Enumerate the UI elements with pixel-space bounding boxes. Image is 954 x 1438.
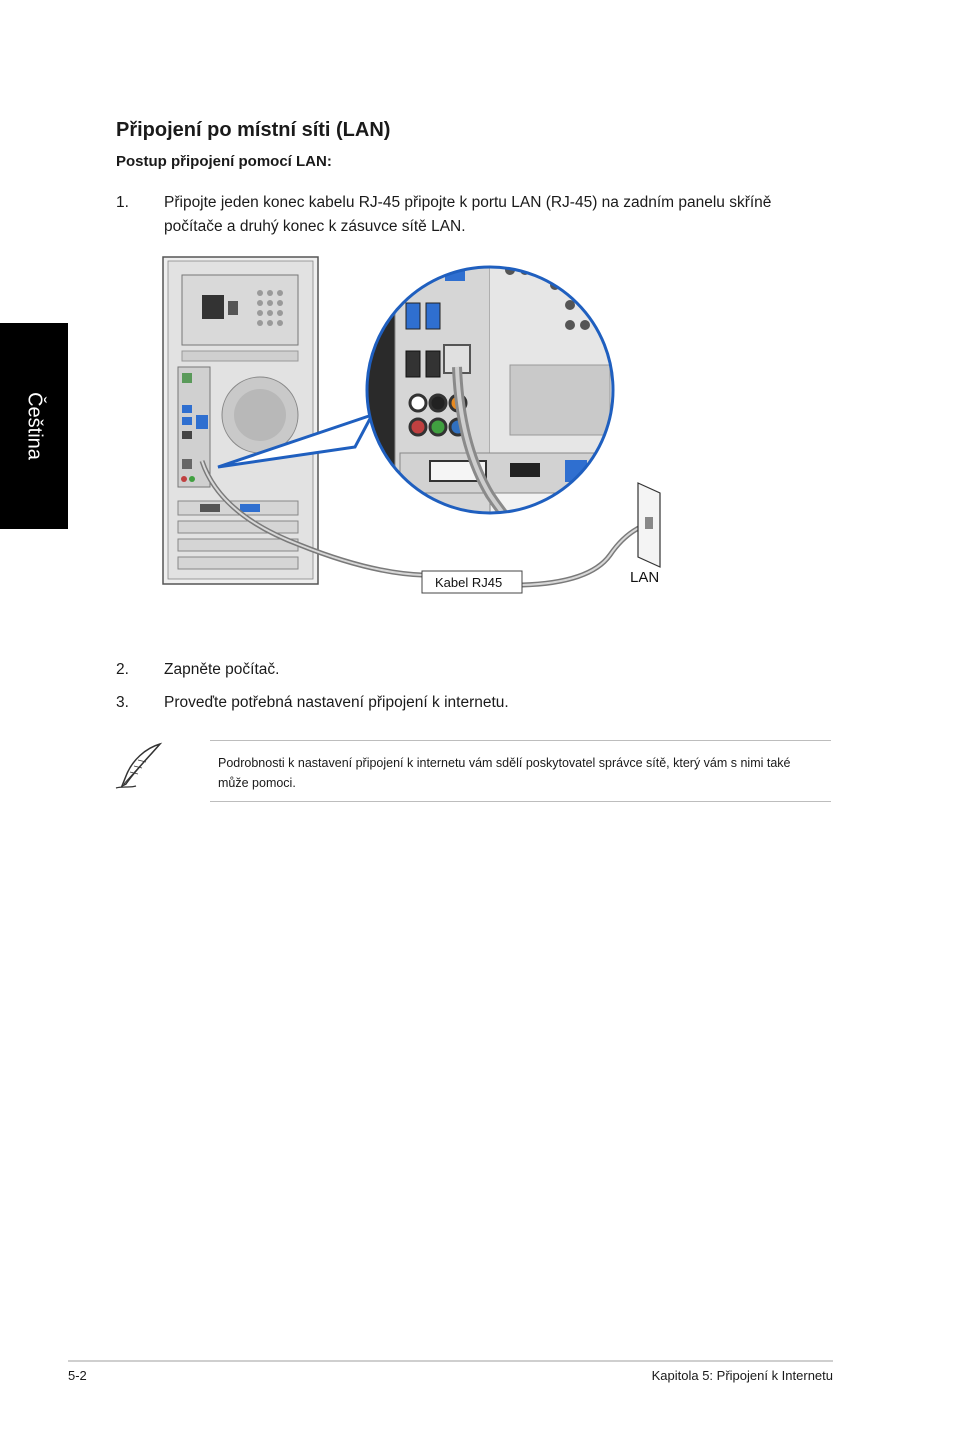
- step-number: 3.: [116, 694, 129, 711]
- note-text: Podrobnosti k nastavení připojení k inte…: [218, 756, 791, 790]
- section-title: Připojení po místní síti (LAN): [116, 119, 391, 141]
- language-label: Čeština: [23, 392, 46, 460]
- page-number: 5-2: [68, 1368, 87, 1383]
- step-2: 2. Zapněte počítač.: [116, 658, 816, 682]
- step-number: 1.: [116, 194, 129, 211]
- lan-connection-illustration: Kabel RJ45 LAN: [162, 256, 661, 594]
- footer-divider: [68, 1360, 833, 1362]
- section-subtitle: Postup připojení pomocí LAN:: [116, 153, 332, 170]
- step-text: Zapněte počítač.: [164, 661, 280, 678]
- step-text: Připojte jeden konec kabelu RJ-45 připoj…: [164, 194, 772, 235]
- lan-wall-socket: [637, 482, 661, 568]
- note-box: Podrobnosti k nastavení připojení k inte…: [210, 740, 831, 802]
- language-side-tab: Čeština: [0, 323, 68, 529]
- footer-chapter: Kapitola 5: Připojení k Internetu: [651, 1368, 833, 1383]
- step-text: Proveďte potřebná nastavení připojení k …: [164, 694, 509, 711]
- pc-tower-rear: [162, 256, 319, 585]
- step-1: 1. Připojte jeden konec kabelu RJ-45 při…: [116, 191, 816, 239]
- feather-pen-icon: [115, 742, 163, 789]
- step-number: 2.: [116, 661, 129, 678]
- cable-label: Kabel RJ45: [435, 575, 502, 590]
- callout-pointer: [217, 412, 376, 469]
- step-3: 3. Proveďte potřebná nastavení připojení…: [116, 691, 816, 715]
- magnified-port-view: [365, 265, 615, 515]
- wall-socket-label: LAN: [630, 569, 659, 586]
